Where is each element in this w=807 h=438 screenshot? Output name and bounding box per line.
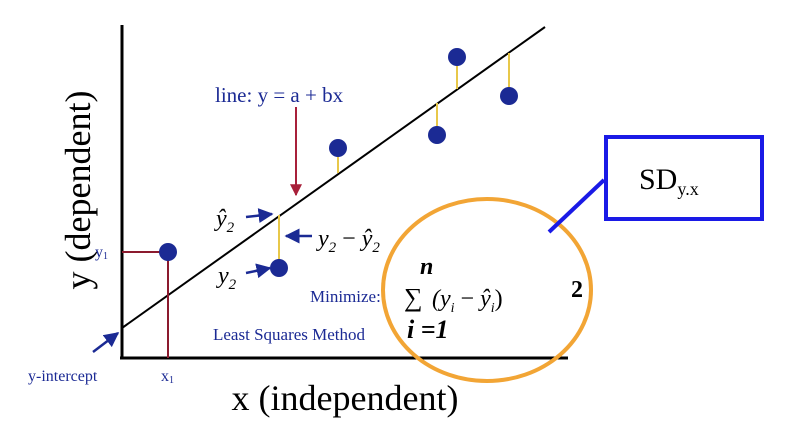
- line-equation-label: line: y = a + bx: [215, 83, 344, 107]
- data-point: [329, 139, 347, 157]
- x1-label: x1: [161, 368, 174, 386]
- callout-connector: [547, 178, 606, 234]
- sum-lower-limit: i =1: [407, 315, 449, 344]
- sum-symbol: ∑: [404, 283, 423, 312]
- data-point: [448, 48, 466, 66]
- y2-label: y2: [216, 263, 237, 293]
- formula-highlight-circle: [381, 197, 593, 383]
- y-intercept-arrow: [92, 332, 120, 353]
- y-axis-label: y (dependent): [58, 91, 98, 290]
- minimize-label: Minimize:: [310, 287, 381, 306]
- data-point: [159, 243, 177, 261]
- residual-label: y2−ŷ2: [316, 226, 380, 256]
- sum-exponent: 2: [571, 277, 583, 303]
- callout-box: [604, 135, 764, 221]
- y1-label: y1: [95, 244, 108, 262]
- yhat2-arrow: [245, 208, 274, 223]
- x-axis-label: x (independent): [232, 378, 459, 418]
- y2-arrow: [245, 263, 272, 279]
- sum-upper-limit: n: [420, 254, 433, 280]
- callout-label: SDy.x: [639, 163, 699, 199]
- data-point: [270, 259, 288, 277]
- sum-term: (yi − ŷi): [432, 286, 503, 316]
- least-squares-label: Least Squares Method: [213, 325, 366, 344]
- y-intercept-label: y-intercept: [28, 368, 98, 385]
- yhat2-label: ŷ2: [214, 206, 235, 236]
- regression-line: [121, 26, 546, 329]
- data-point: [428, 126, 446, 144]
- data-point: [500, 87, 518, 105]
